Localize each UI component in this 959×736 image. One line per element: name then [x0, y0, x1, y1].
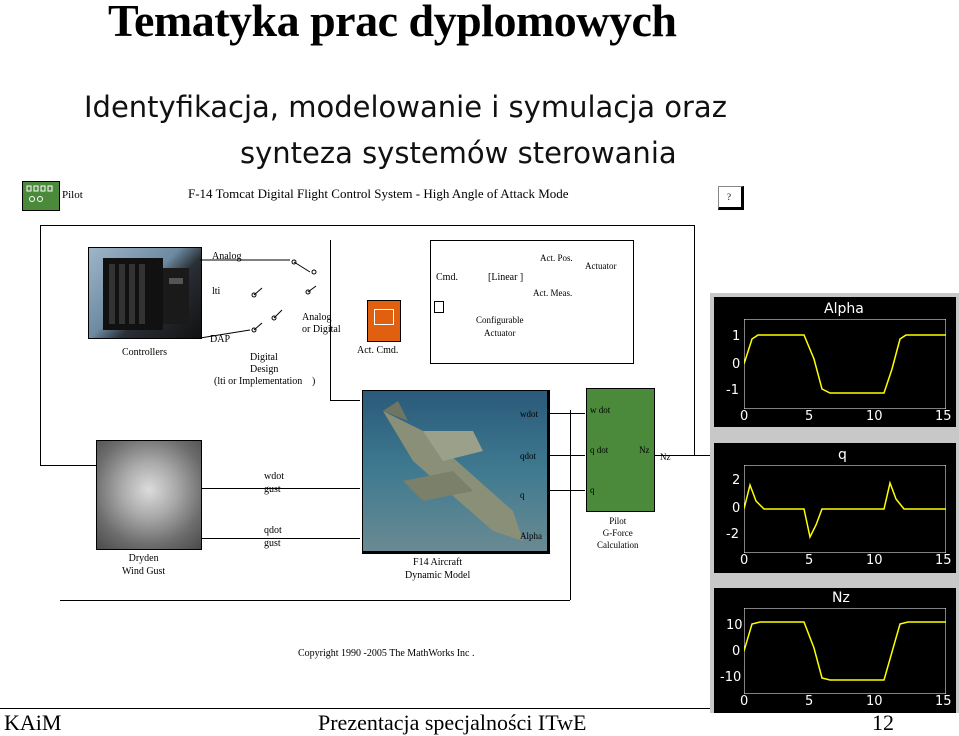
- signal-line-wdot-gust: [200, 488, 360, 489]
- lti-or-implementation-close: ): [312, 376, 316, 387]
- q-xtick: 10: [866, 553, 883, 568]
- footer-divider: [0, 708, 710, 709]
- lti-or-implementation-label: (lti or Implementation: [214, 376, 303, 387]
- dap-label: DAP: [210, 334, 231, 345]
- dryden-wind-gust-label: Dryden Wind Gust: [122, 553, 166, 577]
- act-meas-label: Act. Meas.: [533, 288, 573, 298]
- signal-line-qdot: [545, 455, 585, 456]
- f14-aircraft-block[interactable]: [362, 390, 550, 554]
- q-ytick: 0: [732, 501, 741, 516]
- configurable-actuator-label: Configurable Actuator: [476, 315, 524, 338]
- q-scope[interactable]: q 2 0 -2 0 5 10 15: [714, 443, 956, 573]
- nz-xtick: 0: [740, 694, 749, 709]
- analog-or-digital-label: Analog or Digital: [302, 312, 341, 335]
- footer-center: Prezentacja specjalności ITwE: [318, 710, 587, 735]
- manual-switches-diagram[interactable]: [200, 250, 330, 350]
- q-in-label: q: [590, 485, 595, 495]
- q-xtick: 5: [805, 553, 814, 568]
- analog-label: Analog: [212, 251, 242, 262]
- act-cmd-icon: [374, 309, 394, 325]
- f14-model-label: F14 Aircraft Dynamic Model: [405, 557, 471, 581]
- signal-line-bottom: [60, 600, 570, 601]
- nz-xtick: 15: [935, 694, 952, 709]
- signal-line-nz: [654, 455, 710, 456]
- q-ytick: 2: [732, 473, 741, 488]
- alpha-scope-title: Alpha: [824, 301, 864, 317]
- f14-jet-image: [383, 401, 523, 541]
- qdot-out-label: qdot: [520, 451, 537, 461]
- lti-label: lti: [212, 286, 221, 297]
- nz-scope[interactable]: Nz 10 0 -10 0 5 10 15: [714, 588, 956, 713]
- pilot-gforce-block[interactable]: [586, 388, 655, 512]
- nz-trace: [744, 608, 946, 694]
- signal-line-top: [40, 225, 695, 226]
- signal-line-right: [694, 225, 695, 455]
- nz-signal-label: Nz: [660, 452, 671, 462]
- alpha-ytick: 0: [732, 357, 741, 372]
- slide-subtitle-line2: synteza systemów sterowania: [240, 136, 677, 170]
- controllers-label: Controllers: [122, 347, 167, 358]
- nz-scope-title: Nz: [832, 590, 850, 606]
- q-scope-title: q: [838, 447, 847, 463]
- alpha-ytick: 1: [732, 329, 741, 344]
- model-title: F-14 Tomcat Digital Flight Control Syste…: [188, 186, 569, 201]
- signal-line-wdot: [545, 413, 585, 414]
- actuator-label: Actuator: [585, 261, 617, 271]
- footer-left: KAiM: [4, 710, 62, 735]
- footer-page-number: 12: [872, 710, 894, 735]
- q-ytick: -2: [726, 527, 739, 542]
- cmd-label: Cmd.: [436, 272, 458, 283]
- signal-line-left-bottom: [40, 465, 100, 466]
- nz-xtick: 10: [866, 694, 883, 709]
- alpha-ytick: -1: [726, 383, 739, 398]
- signal-line-qdot-gust: [200, 538, 360, 539]
- computer-hardware-image: [103, 258, 189, 330]
- q-dot-in-label: q dot: [590, 445, 609, 455]
- act-cmd-block[interactable]: [367, 300, 401, 342]
- copyright-text: Copyright 1990 -2005 The MathWorks Inc .: [298, 648, 475, 659]
- q-out-label: q: [520, 490, 525, 500]
- signal-line-feedback: [570, 410, 571, 600]
- digital-design-label: Digital Design: [250, 352, 279, 375]
- signal-line-left: [40, 225, 41, 465]
- signal-line-mid: [330, 240, 331, 400]
- alpha-xtick: 15: [935, 409, 952, 424]
- help-button[interactable]: ?: [718, 186, 744, 210]
- nz-ytick: -10: [720, 670, 742, 685]
- alpha-out-label: Alpha: [520, 531, 542, 541]
- actuator-config-icon: [434, 301, 444, 313]
- alpha-trace: [744, 319, 946, 409]
- configurable-actuator-block[interactable]: [430, 240, 634, 364]
- q-xtick: 15: [935, 553, 952, 568]
- pilot-joystick-icon: [26, 185, 53, 202]
- w-dot-in-label: w dot: [590, 405, 611, 415]
- pilot-block[interactable]: [22, 181, 60, 211]
- qdot-gust-label: qdot gust: [264, 525, 282, 549]
- help-button-label: ?: [727, 192, 731, 202]
- pilot-gforce-label: Pilot G-Force Calculation: [597, 516, 639, 550]
- slide-subtitle-line1: Identyfikacja, modelowanie i symulacja o…: [84, 90, 727, 124]
- wdot-gust-label: wdot gust: [264, 471, 284, 495]
- signal-line-q: [545, 490, 585, 491]
- act-cmd-label: Act. Cmd.: [357, 345, 399, 356]
- q-xtick: 0: [740, 553, 749, 568]
- nz-ytick: 0: [732, 644, 741, 659]
- nz-ytick: 10: [726, 618, 743, 633]
- slide-title: Tematyka prac dyplomowych: [108, 0, 677, 46]
- linear-label: [Linear ]: [488, 272, 524, 283]
- dryden-wind-gust-block[interactable]: [96, 440, 202, 550]
- nz-out-label: Nz: [639, 445, 650, 455]
- nz-xtick: 5: [805, 694, 814, 709]
- controllers-block[interactable]: [88, 247, 202, 339]
- q-trace: [744, 465, 946, 553]
- wdot-out-label: wdot: [520, 409, 538, 419]
- alpha-xtick: 5: [805, 409, 814, 424]
- signal-line-to-aircraft: [330, 400, 360, 401]
- act-pos-label: Act. Pos.: [540, 253, 573, 263]
- alpha-xtick: 0: [740, 409, 749, 424]
- alpha-scope[interactable]: Alpha 1 0 -1 0 5 10 15: [714, 297, 956, 427]
- alpha-xtick: 10: [866, 409, 883, 424]
- pilot-label: Pilot: [62, 189, 83, 201]
